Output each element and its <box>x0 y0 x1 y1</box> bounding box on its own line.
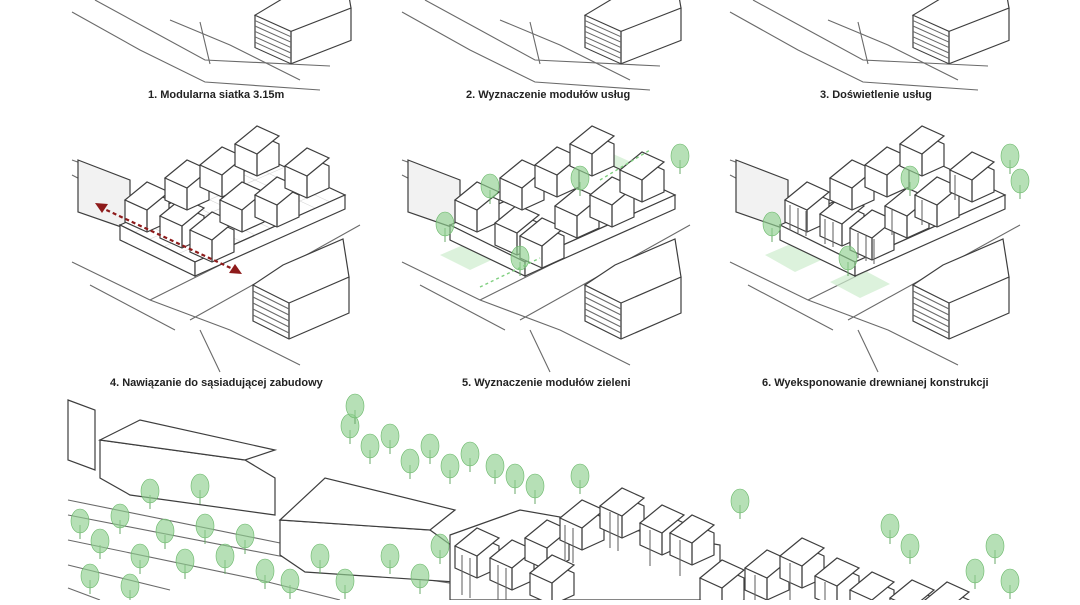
aerial-buildings <box>449 487 970 605</box>
step-5-caption: 5. Wyznaczenie modułów zieleni <box>462 377 631 389</box>
timber-frame-buildings <box>784 125 995 264</box>
panel-3-drawing <box>729 0 1010 91</box>
aerial-view-drawing <box>67 393 1020 605</box>
panel-2-drawing <box>401 0 682 91</box>
panel-4-drawing <box>71 125 361 373</box>
step-1-caption: 1. Modularna siatka 3.15m <box>148 89 285 101</box>
panel-6-drawing <box>729 125 1030 373</box>
step-3-caption: 3. Doświetlenie usług <box>820 89 932 101</box>
panel-5-drawing <box>401 125 691 373</box>
step-2-caption: 2. Wyznaczenie modułów usług <box>466 89 631 101</box>
panel-1-drawing <box>71 0 352 91</box>
step-4-caption: 4. Nawiązanie do sąsiadującej zabudowy <box>110 377 323 389</box>
step-6-caption: 6. Wyeksponowanie drewnianej konstrukcji <box>762 377 989 389</box>
